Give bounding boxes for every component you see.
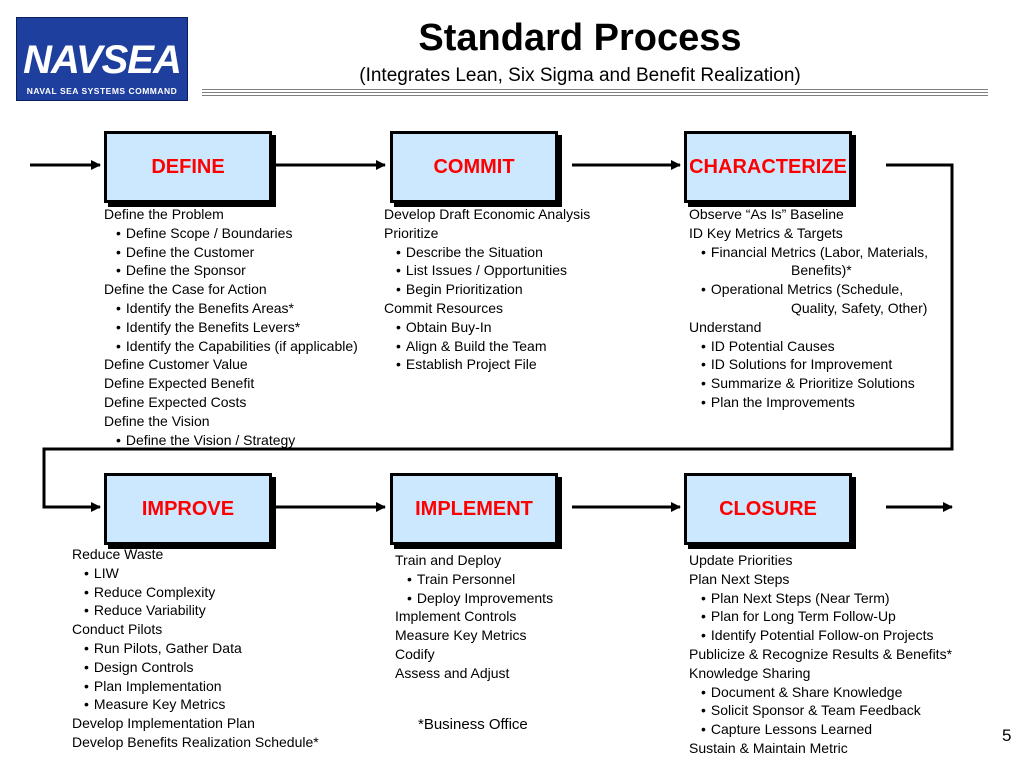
list-item: Prioritize: [384, 224, 439, 241]
flow-arrow-characterize-improve: [42, 163, 954, 512]
bullet-item: Describe the Situation: [384, 243, 590, 262]
stage-implement: IMPLEMENT: [390, 473, 558, 545]
list-item: ID Key Metrics & Targets: [689, 224, 843, 241]
bullet-item: Operational Metrics (Schedule,: [689, 280, 928, 299]
bullet-item: Measure Key Metrics: [72, 695, 319, 714]
list-item: Measure Key Metrics: [395, 627, 527, 644]
bullet-item: Identify the Capabilities (if applicable…: [104, 337, 358, 356]
bullet-item: ID Solutions for Improvement: [689, 355, 928, 374]
list-item: Develop Benefits Realization Schedule*: [72, 733, 319, 750]
bullet-item: Train Personnel: [395, 570, 553, 589]
bullet-item: Define the Customer: [104, 243, 358, 262]
bullet-item: Plan for Long Term Follow-Up: [689, 607, 952, 626]
list-item: Reduce Waste: [72, 546, 164, 562]
page-subtitle: (Integrates Lean, Six Sigma and Benefit …: [359, 65, 801, 86]
bullet-item: Reduce Variability: [72, 601, 319, 620]
list-item: Develop Draft Economic Analysis: [384, 206, 591, 222]
stage-define: DEFINE: [104, 131, 272, 203]
stage-closure: CLOSURE: [684, 473, 852, 545]
list-item: Quality, Safety, Other): [791, 299, 928, 316]
stage-characterize-label: CHARACTERIZE: [689, 155, 847, 178]
bullet-item: Identify Potential Follow-on Projects: [689, 626, 952, 645]
list-item: Update Priorities: [689, 552, 793, 568]
stage-closure-label: CLOSURE: [719, 497, 817, 520]
improve-activities: Reduce WasteLIWReduce ComplexityReduce V…: [72, 545, 319, 752]
implement-activities: Train and DeployTrain PersonnelDeploy Im…: [395, 551, 553, 683]
bullet-item: Financial Metrics (Labor, Materials,: [689, 243, 928, 262]
list-item: Implement Controls: [395, 608, 517, 625]
bullet-item: Define Scope / Boundaries: [104, 224, 358, 243]
logo-text: NAVSEA: [23, 38, 182, 82]
list-item: Conduct Pilots: [72, 621, 163, 638]
bullet-item: Identify the Benefits Levers*: [104, 318, 358, 337]
bullet-item: Define the Vision / Strategy: [104, 431, 358, 450]
bullet-item: Plan Implementation: [72, 677, 319, 696]
header-rule-middle: [202, 92, 988, 93]
list-item: Commit Resources: [384, 299, 504, 316]
bullet-item: Reduce Complexity: [72, 583, 319, 602]
bullet-item: Plan the Improvements: [689, 393, 928, 412]
list-item: Define Expected Benefit: [104, 375, 255, 392]
bullet-item: Define the Sponsor: [104, 261, 358, 280]
stage-define-label: DEFINE: [151, 155, 225, 178]
header-rule-top: [202, 89, 988, 90]
bullet-item: LIW: [72, 564, 319, 583]
list-item: Understand: [689, 318, 762, 335]
page-title: Standard Process: [418, 17, 742, 59]
page-number: 5: [1002, 726, 1012, 745]
logo-subtext: NAVAL SEA SYSTEMS COMMAND: [26, 86, 178, 96]
bullet-item: Document & Share Knowledge: [689, 683, 952, 702]
bullet-item: ID Potential Causes: [689, 337, 928, 356]
stage-implement-label: IMPLEMENT: [415, 497, 533, 520]
stage-commit: COMMIT: [390, 131, 558, 203]
bullet-item: Establish Project File: [384, 355, 590, 374]
list-item: Codify: [395, 645, 435, 662]
list-item: Train and Deploy: [395, 552, 502, 568]
list-item: Define the Vision: [104, 412, 210, 429]
list-item: Develop Implementation Plan: [72, 715, 255, 732]
stage-commit-label: COMMIT: [433, 155, 515, 178]
bullet-item: Solicit Sponsor & Team Feedback: [689, 701, 952, 720]
list-item: Define Customer Value: [104, 356, 248, 373]
bullet-item: Capture Lessons Learned: [689, 720, 952, 739]
stage-improve-label: IMPROVE: [141, 497, 235, 520]
list-item: Knowledge Sharing: [689, 664, 811, 681]
define-activities: Define the ProblemDefine Scope / Boundar…: [104, 205, 358, 449]
list-item: Define Expected Costs: [104, 393, 247, 410]
characterize-activities: Observe “As Is” Baseline ID Key Metrics &…: [689, 205, 928, 412]
bullet-item: Obtain Buy-In: [384, 318, 590, 337]
bullet-item: Identify the Benefits Areas*: [104, 299, 358, 318]
list-item: Define the Case for Action: [104, 281, 267, 298]
bullet-item: Deploy Improvements: [395, 589, 553, 608]
list-item: Plan Next Steps: [689, 570, 790, 587]
bullet-item: Align & Build the Team: [384, 337, 590, 356]
stage-improve: IMPROVE: [104, 473, 272, 545]
list-item: Benefits)*: [791, 262, 852, 279]
bullet-item: Plan Next Steps (Near Term): [689, 589, 952, 608]
list-item: Publicize & Recognize Results & Benefits…: [689, 645, 953, 662]
list-item: Sustain & Maintain Metric: [689, 739, 848, 756]
list-item: Assess and Adjust: [395, 664, 510, 681]
bullet-item: List Issues / Opportunities: [384, 261, 590, 280]
footnote: *Business Office: [418, 716, 528, 733]
list-item: Define the Problem: [104, 206, 224, 222]
bullet-item: Summarize & Prioritize Solutions: [689, 374, 928, 393]
bullet-item: Design Controls: [72, 658, 319, 677]
navsea-logo: NAVSEA NAVAL SEA SYSTEMS COMMAND: [16, 17, 188, 101]
bullet-item: Begin Prioritization: [384, 280, 590, 299]
list-item: Observe “As Is” Baseline: [689, 206, 844, 222]
header-rule-bottom: [202, 95, 988, 96]
stage-characterize: CHARACTERIZE: [684, 131, 852, 203]
bullet-item: Run Pilots, Gather Data: [72, 639, 319, 658]
